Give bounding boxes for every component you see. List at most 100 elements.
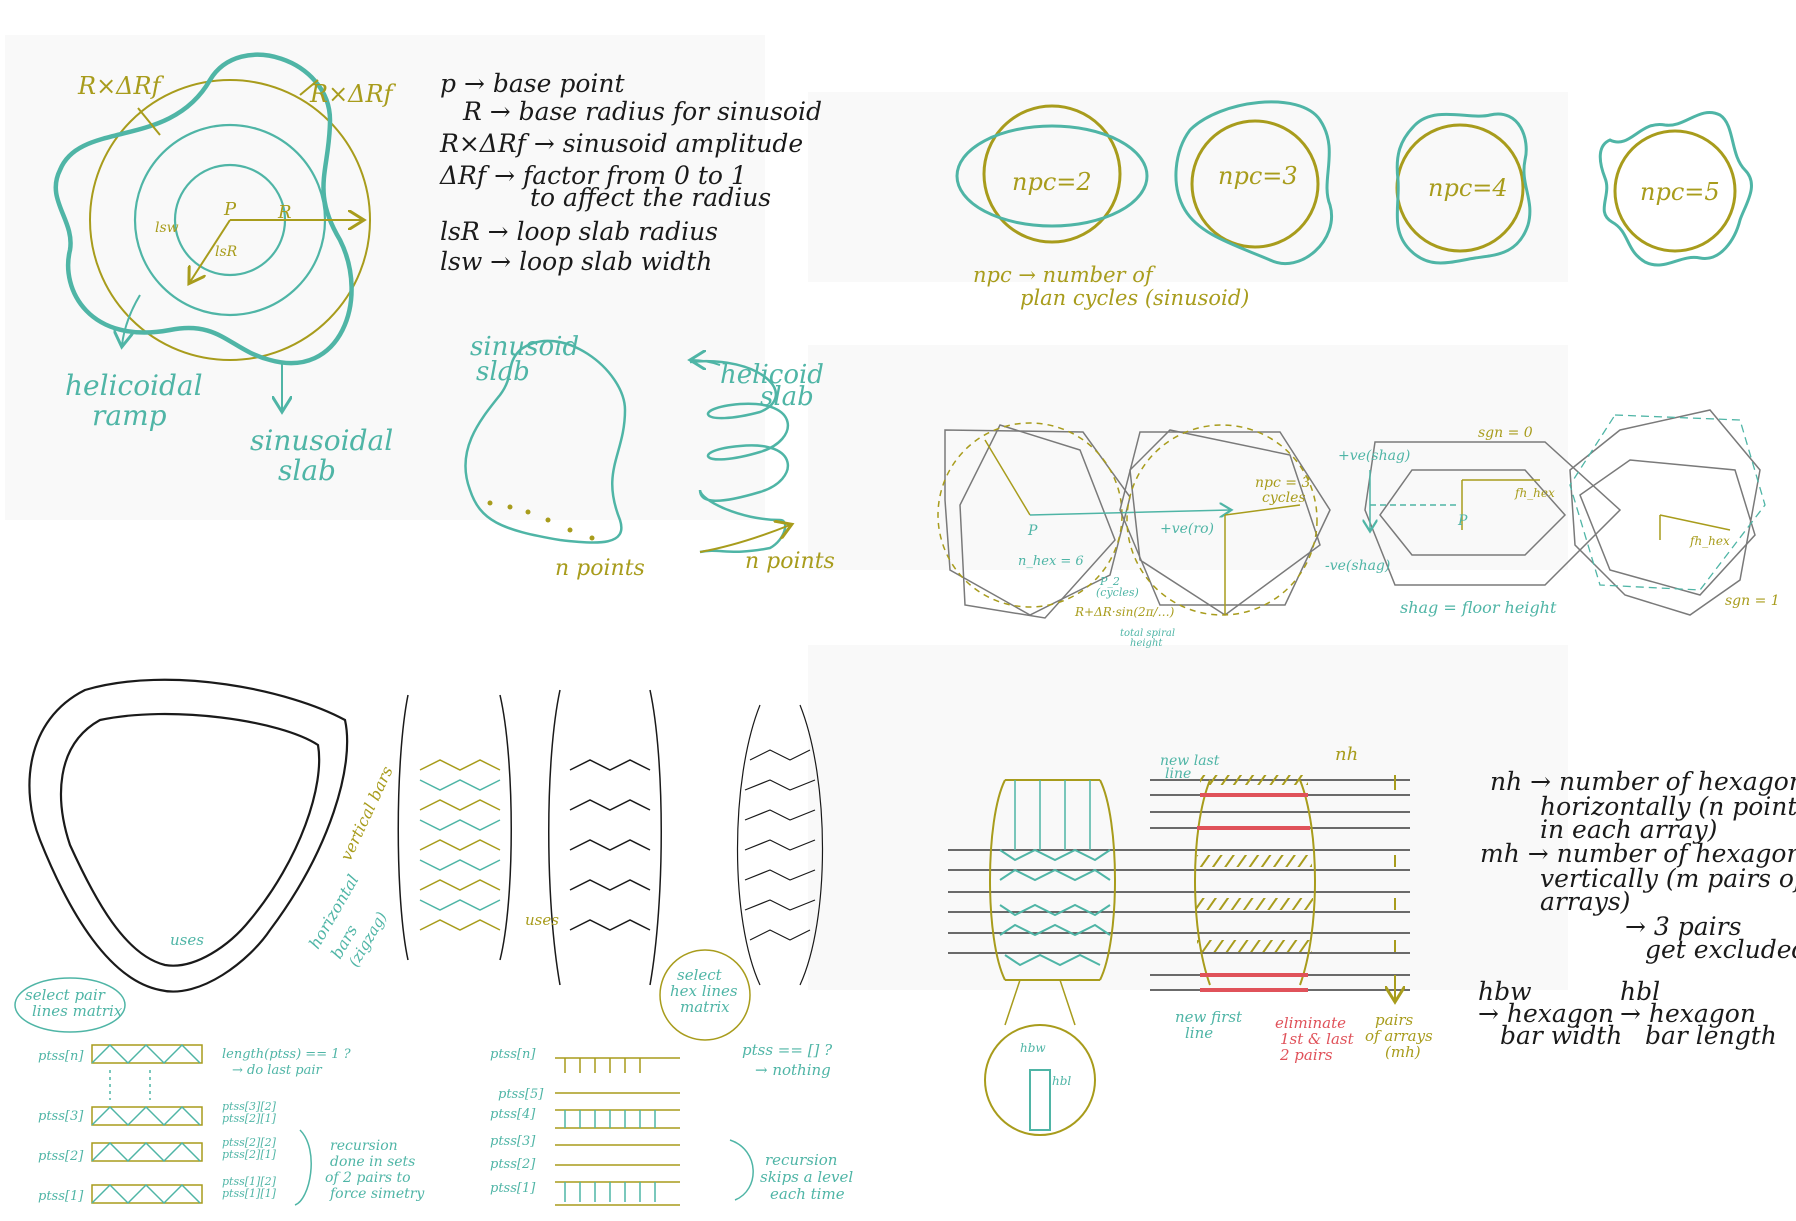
sinusoidal-label-1: sinusoidal bbox=[250, 424, 393, 457]
sinusoid-formula: R+ΔR·sin(2π/…) bbox=[1074, 605, 1175, 619]
new-first-line-label-2: line bbox=[1185, 1024, 1213, 1042]
helicoid-top-arrow bbox=[692, 360, 721, 365]
helicoidal-label-1: helicoidal bbox=[65, 369, 203, 402]
sinusoid-slab-label-2: slab bbox=[476, 357, 530, 387]
ptss-right-label: ptss[n] bbox=[490, 1047, 536, 1062]
npc-caption-2: plan cycles (sinusoid) bbox=[1020, 286, 1249, 310]
negative-shag-label: -ve(shag) bbox=[1325, 558, 1390, 574]
hbl-label: hbl bbox=[1052, 1074, 1071, 1088]
select-hex-bubble bbox=[659, 949, 751, 1041]
sinusoidal-label-2: slab bbox=[278, 454, 336, 487]
frame-column-3 bbox=[736, 704, 824, 986]
npc-label: npc=3 bbox=[1218, 162, 1298, 190]
n-points-label-1: n points bbox=[555, 556, 645, 581]
definition-line: mh → number of hexagons bbox=[1480, 839, 1796, 868]
panel-hexagon-plan bbox=[808, 345, 1568, 570]
p-cycles-label-2: (cycles) bbox=[1096, 586, 1139, 599]
ptss-right-note: ptss == [] ? bbox=[742, 1041, 833, 1059]
positive-shag-label: +ve(shag) bbox=[1338, 448, 1410, 464]
pair-matrix-sketch bbox=[91, 1043, 312, 1206]
uses-label: uses bbox=[170, 931, 204, 949]
legend-line: R → base radius for sinusoid bbox=[462, 97, 822, 126]
hbw-definition: → hexagon bbox=[1478, 999, 1614, 1028]
amplitude-tick-right bbox=[299, 79, 319, 96]
hbw-definition: bar width bbox=[1500, 1021, 1622, 1050]
npc-3-figure bbox=[1174, 100, 1333, 266]
eliminate-label-1: eliminate bbox=[1275, 1014, 1346, 1032]
ptss-right-label: ptss[1] bbox=[490, 1181, 536, 1196]
lsw-label: lsw bbox=[155, 220, 179, 236]
sinusoid-points bbox=[487, 500, 595, 541]
new-last-line-label-1: new last bbox=[1160, 753, 1220, 769]
hex-bar-array-sketch bbox=[1194, 775, 1316, 992]
p-point-label-2: P bbox=[1457, 513, 1468, 529]
hex-plan-4 bbox=[1569, 409, 1766, 616]
ptss-right-note: → nothing bbox=[755, 1061, 831, 1079]
outer-circle-R bbox=[89, 79, 371, 361]
legend-line: lsR → loop slab radius bbox=[440, 217, 718, 246]
frame-plan-sketch bbox=[28, 678, 349, 993]
select-hex-label-1: select bbox=[677, 966, 723, 984]
sinusoid-slab-sketch bbox=[464, 339, 627, 544]
definition-line: arrays) bbox=[1540, 887, 1630, 916]
npc-label: npc=4 bbox=[1428, 174, 1508, 202]
sgn-zero-label: sgn = 0 bbox=[1478, 425, 1533, 441]
panel-plan-cycles bbox=[808, 92, 1568, 282]
ptss-right-label: ptss[2] bbox=[490, 1157, 536, 1172]
frame-column-1 bbox=[397, 694, 512, 961]
eliminate-label-2: 1st & last bbox=[1280, 1030, 1355, 1048]
ptss-left-label: ptss[3] bbox=[38, 1109, 84, 1124]
sgn-one-label: sgn = 1 bbox=[1725, 593, 1780, 609]
vertical-bars-label: vertical bars bbox=[336, 763, 396, 864]
npc3-label-2: cycles bbox=[1262, 490, 1306, 506]
npc-2-figure bbox=[955, 104, 1149, 244]
ptss-left-note: ptss[2][2] bbox=[222, 1136, 277, 1149]
legend-line: to affect the radius bbox=[530, 183, 771, 212]
recursion-right-label: recursion bbox=[765, 1151, 837, 1169]
legend-line: ΔRf → factor from 0 to 1 bbox=[439, 161, 747, 190]
definition-line: get excluded bbox=[1645, 935, 1796, 964]
helicoidal-label-2: ramp bbox=[92, 399, 167, 432]
select-pair-label-2: lines matrix bbox=[32, 1002, 123, 1020]
tvec-label: +ve(ro) bbox=[1160, 521, 1214, 537]
amplitude-tick-left bbox=[137, 107, 161, 136]
total-height-label-1: total spiral bbox=[1120, 628, 1175, 639]
definition-line: vertically (m pairs of bbox=[1540, 864, 1796, 893]
ptss-left-label: ptss[1] bbox=[38, 1189, 84, 1204]
ptss-right-label: ptss[4] bbox=[490, 1107, 536, 1122]
ptss-left-note: ptss[2][1] bbox=[222, 1112, 277, 1125]
npc-label: npc=5 bbox=[1640, 178, 1720, 206]
legend-line: p → base point bbox=[440, 69, 625, 98]
legend-line: R×ΔRf → sinusoid amplitude bbox=[439, 129, 803, 158]
horizontal-array-lines bbox=[948, 779, 1410, 991]
pairs-arrays-label-3: (mh) bbox=[1385, 1043, 1421, 1061]
legend-notes: p → base point R → base radius for sinus… bbox=[439, 69, 822, 276]
recursion-right-label: skips a level bbox=[760, 1168, 853, 1186]
rxdf-left-label: R×ΔRf bbox=[77, 72, 165, 100]
n-points-label-2: n points bbox=[745, 549, 835, 574]
r-label: R bbox=[277, 202, 292, 223]
panel-loop-slab bbox=[5, 35, 765, 520]
recursion-left-label: recursion bbox=[330, 1138, 398, 1154]
hbl-definition: → hexagon bbox=[1620, 999, 1756, 1028]
helicoidal-arrow bbox=[122, 294, 141, 345]
panel-frame-matrix bbox=[5, 575, 775, 1065]
ptss-left-label: ptss[n] bbox=[38, 1049, 84, 1064]
ptss-left-note: ptss[1][2] bbox=[222, 1175, 277, 1188]
hex-column-sketch bbox=[989, 779, 1116, 981]
ptss-right-label: ptss[3] bbox=[490, 1134, 536, 1149]
select-hex-label-2: hex lines bbox=[670, 982, 738, 1000]
ptss-left-note: ptss[1][1] bbox=[222, 1187, 277, 1200]
total-height-label-2: height bbox=[1130, 638, 1163, 649]
definition-line: nh → number of hexagons bbox=[1490, 767, 1796, 796]
definition-line: → 3 pairs bbox=[1625, 912, 1741, 941]
ptss-left-label: ptss[2] bbox=[38, 1149, 84, 1164]
fh-hex-label-2: fh_hex bbox=[1689, 534, 1730, 548]
fh-hex-label: fh_hex bbox=[1514, 486, 1555, 500]
rxdf-right-label: R×ΔRf bbox=[309, 80, 397, 108]
npc-caption-1: npc → number of bbox=[973, 263, 1156, 287]
hex-lines-matrix-sketch bbox=[555, 1057, 754, 1206]
recursion-left-label: done in sets bbox=[330, 1154, 415, 1170]
select-pair-label-1: select pair bbox=[25, 986, 106, 1004]
